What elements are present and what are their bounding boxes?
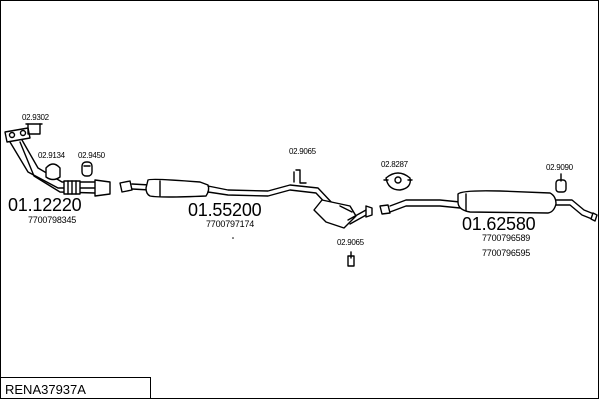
stray-dot [232,237,234,239]
hanger-02-9090-drawing [555,173,567,193]
rubber-02-9450-drawing [81,161,93,177]
reference-box: RENA37937A [0,377,151,399]
centre-pipe-drawing [119,178,373,229]
fitting-label-02-9090: 02.9090 [546,163,573,172]
front-pipe-drawing [4,127,111,197]
part-number-centre-pipe: 01.55200 [188,200,262,220]
oem-number-front-pipe: 7700798345 [28,215,77,225]
hanger-02-9065-lower-drawing [347,251,355,267]
reference-code: RENA37937A [5,382,86,397]
gasket-02-9134-drawing [45,163,61,181]
oem-number-rear-silencer-1: 7700796589 [482,233,531,243]
clamp-02-9302-drawing [25,123,43,135]
clamp-02-8287-drawing [383,172,413,191]
hanger-02-9065-upper-drawing [293,169,307,184]
part-number-rear-silencer: 01.62580 [462,214,536,234]
rear-silencer-drawing [379,190,598,222]
fitting-label-02-9302: 02.9302 [22,113,49,122]
fitting-label-02-8287: 02.8287 [381,160,408,169]
fitting-label-02-9134: 02.9134 [38,151,65,160]
fitting-label-02-9450: 02.9450 [78,151,105,160]
fitting-label-02-9065-lower: 02.9065 [337,238,364,247]
fitting-label-02-9065-upper: 02.9065 [289,147,316,156]
oem-number-centre-pipe: 7700797174 [206,219,255,229]
oem-number-rear-silencer-2: 7700796595 [482,248,531,258]
part-number-front-pipe: 01.12220 [8,195,82,215]
